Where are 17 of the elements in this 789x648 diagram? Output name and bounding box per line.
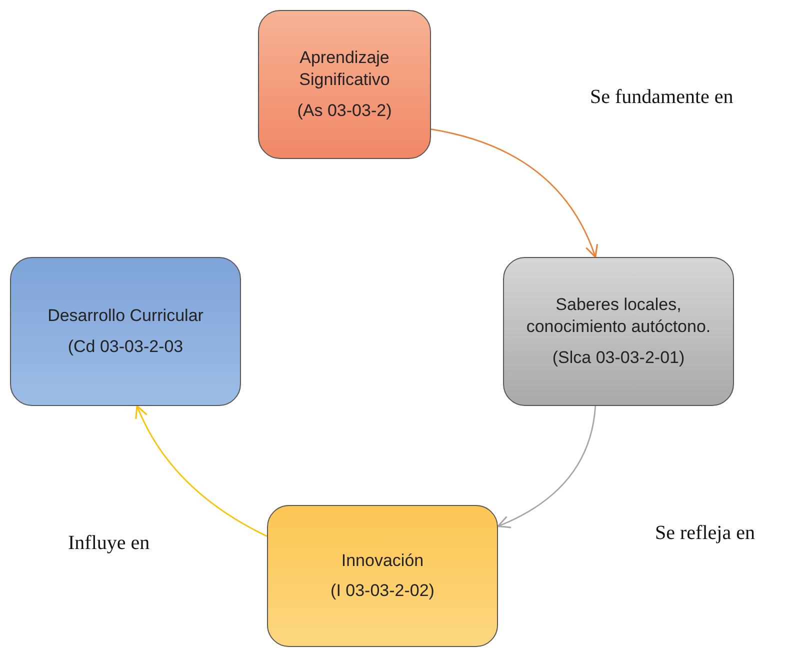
node-text: (Slca 03-03-2-01) bbox=[552, 346, 685, 369]
node-text: Saberes locales, conocimiento autóctono. bbox=[525, 294, 712, 338]
curved-arrow bbox=[136, 405, 268, 537]
node-text: (I 03-03-2-02) bbox=[330, 580, 434, 602]
curved-arrow bbox=[497, 406, 596, 528]
process-box bbox=[258, 10, 431, 159]
edge-label: Se refleja en bbox=[655, 522, 755, 545]
node-text: Innovación bbox=[341, 550, 424, 572]
node-text: Desarrollo Curricular bbox=[48, 305, 204, 328]
process-box bbox=[10, 257, 241, 406]
node-text: (As 03-03-2) bbox=[297, 100, 392, 122]
node-text: (Cd 03-03-2-03 bbox=[68, 336, 184, 358]
process-box bbox=[267, 505, 498, 647]
node-text: Aprendizaje Significativo bbox=[298, 47, 391, 92]
process-box bbox=[503, 257, 734, 406]
curved-arrow bbox=[430, 128, 598, 258]
edge-label: Influye en bbox=[68, 532, 150, 555]
